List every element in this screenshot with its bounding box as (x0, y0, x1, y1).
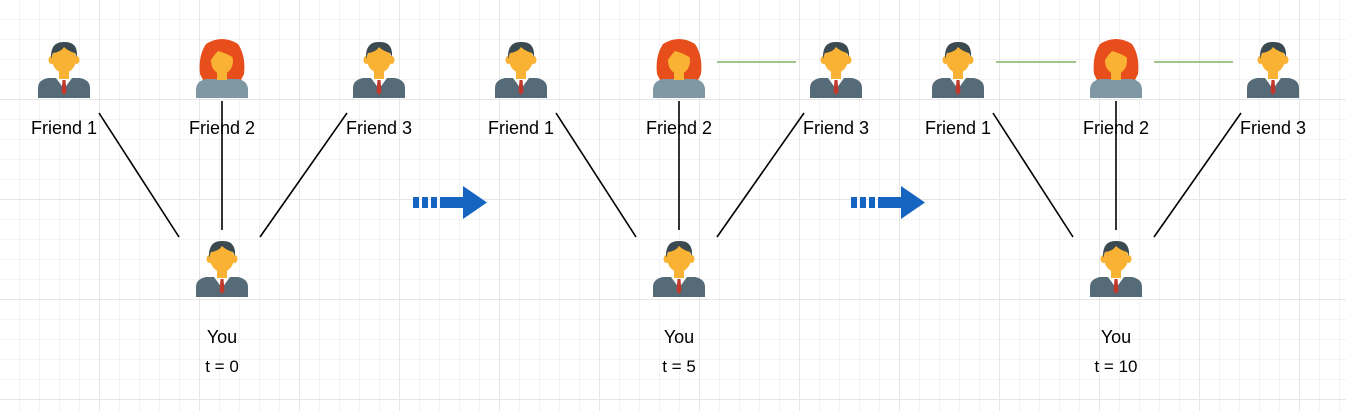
man-avatar-icon (38, 41, 90, 98)
you-avatar (1086, 237, 1146, 297)
friend-2-avatar (192, 38, 252, 98)
friend-2-label: Friend 2 (1082, 118, 1150, 138)
man-avatar-icon (810, 41, 862, 98)
edge-you-friend-1 (555, 112, 637, 238)
friend-2-label: Friend 2 (188, 118, 256, 138)
dashed-right-arrow-icon (851, 186, 925, 219)
time-label: t = 10 (1094, 357, 1138, 376)
friend-3-avatar (349, 38, 409, 98)
you-label: You (206, 327, 238, 347)
friend-2-avatar (1086, 38, 1146, 98)
woman-avatar-icon (653, 39, 705, 98)
friend-1-label: Friend 1 (30, 118, 98, 138)
man-avatar-icon (1247, 41, 1299, 98)
friend-3-label: Friend 3 (802, 118, 870, 138)
man-avatar-icon (932, 41, 984, 98)
step-arrow-2 (851, 183, 927, 223)
woman-avatar-icon (1090, 39, 1142, 98)
edge-you-friend-1 (992, 112, 1074, 238)
woman-avatar-icon (196, 39, 248, 98)
you-label: You (663, 327, 695, 347)
edge-you-friend-3 (1153, 112, 1242, 238)
friend-1-avatar (491, 38, 551, 98)
friend-1-label: Friend 1 (924, 118, 992, 138)
friend-2-avatar (649, 38, 709, 98)
friend-3-label: Friend 3 (1239, 118, 1307, 138)
friend-3-avatar (806, 38, 866, 98)
friend-1-avatar (34, 38, 94, 98)
man-avatar-icon (653, 240, 705, 297)
you-avatar (649, 237, 709, 297)
friend-1-label: Friend 1 (487, 118, 555, 138)
you-label: You (1100, 327, 1132, 347)
time-label: t = 5 (662, 357, 696, 376)
edge-you-friend-3 (716, 112, 805, 238)
friend-3-avatar (1243, 38, 1303, 98)
you-avatar (192, 237, 252, 297)
edge-you-friend-1 (98, 112, 180, 238)
edge-you-friend-3 (259, 112, 348, 238)
friend-3-label: Friend 3 (345, 118, 413, 138)
man-avatar-icon (1090, 240, 1142, 297)
man-avatar-icon (495, 41, 547, 98)
man-avatar-icon (196, 240, 248, 297)
friend-2-label: Friend 2 (645, 118, 713, 138)
step-arrow-1 (413, 183, 489, 223)
dashed-right-arrow-icon (413, 186, 487, 219)
friend-1-avatar (928, 38, 988, 98)
time-label: t = 0 (205, 357, 239, 376)
man-avatar-icon (353, 41, 405, 98)
